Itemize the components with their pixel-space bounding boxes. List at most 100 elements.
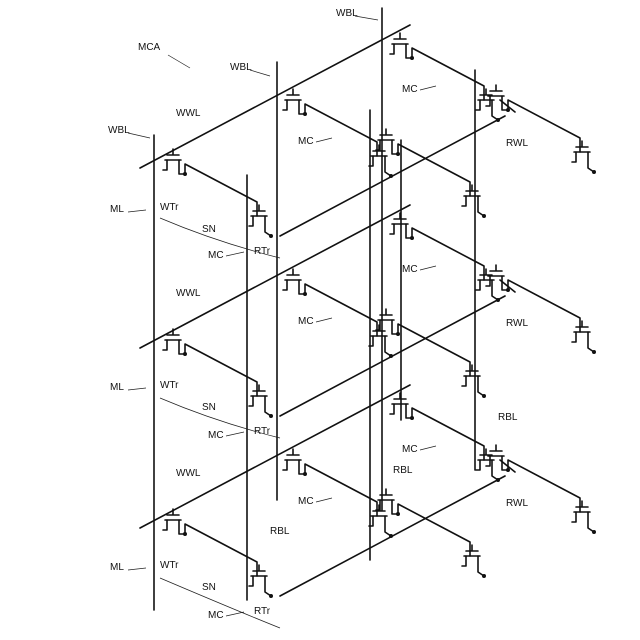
cell-13-wtr-gate (378, 489, 394, 500)
cell-6-sn-wire (305, 284, 377, 336)
cell-2-rwl-node (496, 118, 500, 122)
label-mc-8: MC (298, 496, 314, 507)
label-ml-1: ML (110, 204, 124, 215)
cell-13-rtr-gate (464, 545, 480, 556)
cell-10-wtr-gate (165, 509, 181, 520)
label-mc-9: MC (208, 610, 224, 621)
cell-2-sn-wire (412, 48, 484, 100)
cell-4-rtr-gate (574, 141, 590, 152)
cell-13-ml-node (396, 512, 400, 516)
label-rbl-back: RBL (498, 412, 518, 423)
circuit-labels: MCAWBLWBLWBLWWLWWLWWLMCMCMCMCMCMCMCMCMCR… (108, 8, 528, 621)
cell-8-rtr-gate (464, 365, 480, 376)
cell-5-wtr-legs (163, 340, 185, 354)
label-rtr-1: RTr (254, 246, 271, 257)
label-wwl-2: WWL (176, 288, 201, 299)
cell-2-ml-node (410, 56, 414, 60)
label-wbl-top: WBL (336, 8, 358, 19)
cell-7-wtr-gate (392, 213, 408, 224)
cell-0-rtr-legs (249, 216, 271, 236)
cell-7-sn-wire (412, 228, 484, 280)
label-rwl-3: RWL (506, 498, 528, 509)
cell-1-wtr-legs (283, 100, 305, 114)
leader-tick-12 (226, 612, 244, 616)
label-mc-7: MC (402, 444, 418, 455)
label-mc-4: MC (402, 264, 418, 275)
cell-8-rwl-node (482, 394, 486, 398)
label-rbl-mid: RBL (393, 465, 413, 476)
label-mc-1: MC (402, 84, 418, 95)
cell-14-rwl-node (592, 530, 596, 534)
cell-12-ml-node (410, 416, 414, 420)
cell-10-wtr-legs (163, 520, 185, 534)
cell-2-rtr-legs (476, 100, 498, 120)
cell-4-ml-node (506, 108, 510, 112)
leader-tick-13 (128, 210, 146, 212)
cell-5-wtr-gate (165, 329, 181, 340)
cell-4-rwl-node (592, 170, 596, 174)
label-mc-6: MC (208, 430, 224, 441)
cell-9-ml-node (506, 288, 510, 292)
label-rbl-front: RBL (270, 526, 290, 537)
cell-2-wtr-legs (390, 44, 412, 58)
cell-11-ml-node (303, 472, 307, 476)
cell-4-rtr-legs (572, 152, 594, 172)
label-mc-3: MC (208, 250, 224, 261)
cell-8-rtr-legs (462, 376, 484, 396)
leader-tick-14 (128, 388, 146, 390)
cell-8-ml-node (396, 332, 400, 336)
cell-5-rtr-gate (251, 385, 267, 396)
label-wtr-2: WTr (160, 380, 179, 391)
cell-11-rwl-node (389, 534, 393, 538)
cell-8-sn-wire (398, 324, 470, 376)
label-wbl-mid: WBL (230, 62, 252, 73)
cell-10-rwl-node (269, 594, 273, 598)
cell-0-wtr-gate (165, 149, 181, 160)
label-rtr-3: RTr (254, 606, 271, 617)
label-rtr-2: RTr (254, 426, 271, 437)
cell-12-rwl-node (496, 478, 500, 482)
leader-tick-11 (316, 498, 332, 502)
label-sn-2: SN (202, 402, 216, 413)
cell-0-ml-node (183, 172, 187, 176)
cell-0-wtr-legs (163, 160, 185, 174)
cell-13-rwl-node (482, 574, 486, 578)
cell-11-rtr-legs (369, 516, 391, 536)
cell-3-wtr-gate (378, 129, 394, 140)
cell-13-wtr-legs (376, 500, 398, 514)
leader-tick-1 (250, 70, 270, 76)
cell-13-rtr-legs (462, 556, 484, 576)
cell-5-ml-node (183, 352, 187, 356)
label-mc-5: MC (298, 316, 314, 327)
cell-7-rtr-legs (476, 280, 498, 300)
leader-tick-10 (420, 446, 436, 450)
cell-7-ml-node (410, 236, 414, 240)
cell-1-ml-node (303, 112, 307, 116)
cell-9-rtr-gate (574, 321, 590, 332)
cell-14-ml-node (506, 468, 510, 472)
cell-14-rtr-legs (572, 512, 594, 532)
label-wtr-1: WTr (160, 202, 179, 213)
leader-tick-7 (420, 266, 436, 270)
leader-tick-8 (316, 318, 332, 322)
label-mc-2: MC (298, 136, 314, 147)
cell-1-sn-wire (305, 104, 377, 156)
cell-12-wtr-gate (392, 393, 408, 404)
label-sn-1: SN (202, 224, 216, 235)
label-wtr-3: WTr (160, 560, 179, 571)
leader-tick-5 (316, 138, 332, 142)
cell-9-rtr-legs (572, 332, 594, 352)
cell-11-sn-wire (305, 464, 377, 516)
cell-3-rtr-gate (464, 185, 480, 196)
cell-10-ml-node (183, 532, 187, 536)
cell-12-rtr-legs (476, 460, 498, 480)
cell-0-rwl-node (269, 234, 273, 238)
leader-tick-6 (226, 252, 244, 256)
cell-3-rwl-node (482, 214, 486, 218)
label-ml-2: ML (110, 382, 124, 393)
leader-tick-2 (128, 133, 150, 138)
cell-3-wtr-legs (376, 140, 398, 154)
cell-8-wtr-gate (378, 309, 394, 320)
cell-10-rtr-gate (251, 565, 267, 576)
